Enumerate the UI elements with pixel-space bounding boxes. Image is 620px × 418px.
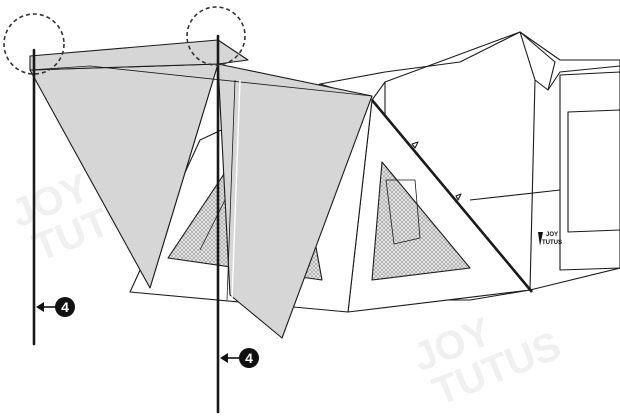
pole-tip-highlights bbox=[3, 6, 246, 75]
callout-center: 4 bbox=[220, 348, 259, 368]
callout-left: 4 bbox=[36, 297, 75, 317]
brand-line2: TUTUS bbox=[542, 240, 562, 246]
arrow-head-icon bbox=[36, 302, 44, 312]
brand-line1: JOY bbox=[546, 232, 558, 238]
highlight-circle bbox=[186, 6, 246, 66]
callout-number: 4 bbox=[245, 350, 253, 366]
brand-logo: JOY TUTUS bbox=[538, 232, 562, 246]
canopy bbox=[29, 39, 373, 339]
callout-badge bbox=[55, 297, 75, 317]
callout-number: 4 bbox=[61, 299, 69, 315]
arrow-head-icon bbox=[220, 353, 228, 363]
callout-badge bbox=[239, 348, 259, 368]
highlight-circle bbox=[3, 13, 65, 75]
poles bbox=[32, 34, 220, 414]
brand-mark-icon bbox=[538, 232, 543, 246]
